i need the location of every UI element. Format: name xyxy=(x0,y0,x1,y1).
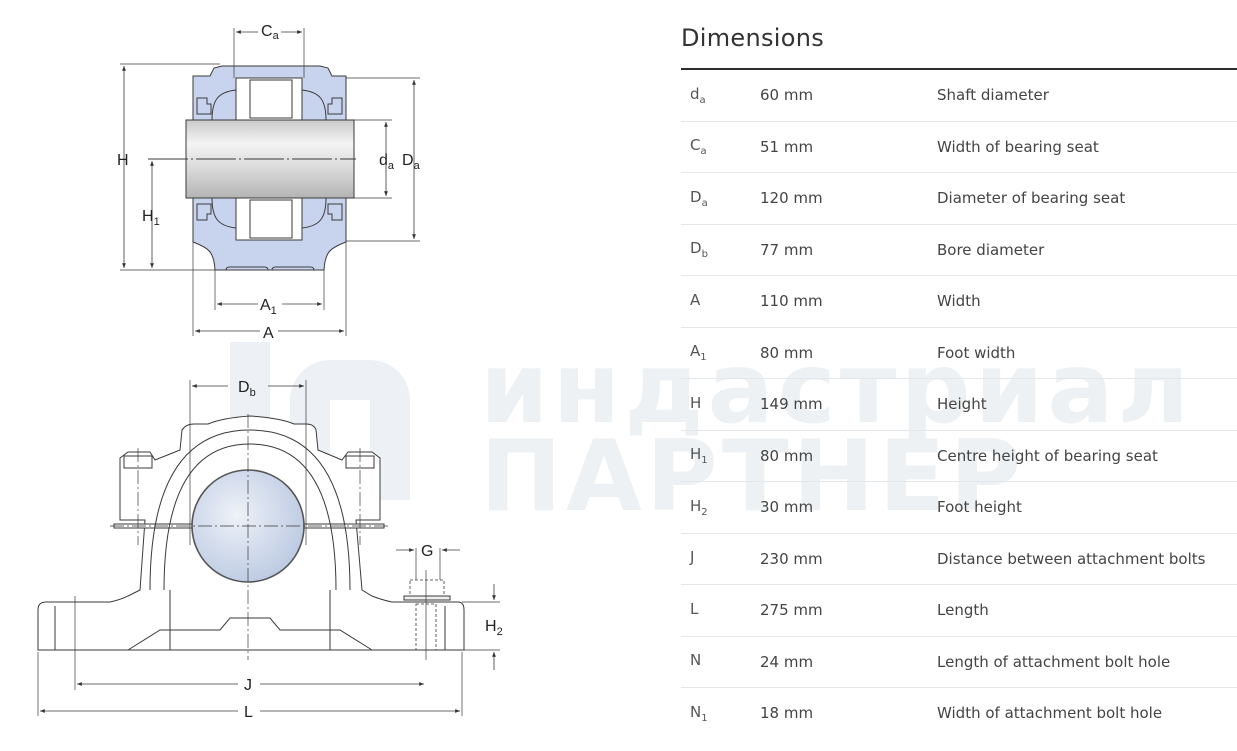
dimension-description: Width of bearing seat xyxy=(937,121,1237,173)
symbol-main: C xyxy=(690,136,701,155)
symbol-main: L xyxy=(690,599,699,618)
dimension-description: Length xyxy=(937,584,1237,637)
dimension-description: Shaft diameter xyxy=(937,70,1237,122)
symbol-main: D xyxy=(690,239,702,258)
dimension-description: Foot width xyxy=(937,327,1237,379)
dimension-value: 149 mm xyxy=(760,378,937,431)
dimension-value: 275 mm xyxy=(760,584,937,637)
dimension-symbol: H1 xyxy=(681,430,760,482)
dimension-symbol: H2 xyxy=(681,481,760,534)
dimension-symbol: H xyxy=(681,378,760,431)
dimension-symbol: L xyxy=(681,584,760,637)
symbol-main: D xyxy=(690,187,702,206)
bearing-drawing-svg: Ca H H1 da Da A1 A xyxy=(37,23,503,721)
symbol-subscript: a xyxy=(701,197,708,209)
title-divider xyxy=(681,68,1237,70)
dimension-value: 24 mm xyxy=(760,636,937,688)
dimension-value: 18 mm xyxy=(760,704,814,723)
dimension-symbol: N1 xyxy=(681,688,760,739)
label-A: A xyxy=(263,325,274,342)
technical-drawings: Ca H H1 da Da A1 A xyxy=(37,23,503,721)
section-view xyxy=(120,28,420,336)
symbol-main: H xyxy=(690,393,702,412)
dimension-symbol: A1 xyxy=(681,327,760,379)
dimension-symbol: Db xyxy=(681,224,760,276)
label-G: G xyxy=(421,543,433,560)
dimension-symbol: Ca xyxy=(681,121,760,173)
symbol-main: H xyxy=(690,445,702,464)
dimension-symbol: N xyxy=(681,636,760,688)
dimension-description: Length of attachment bolt hole xyxy=(937,636,1237,688)
symbol-subscript: 1 xyxy=(700,352,707,364)
symbol-subscript: 1 xyxy=(701,455,708,467)
label-Db: Db xyxy=(238,379,256,399)
dimension-value: 120 mm xyxy=(760,172,937,225)
dimension-value: 110 mm xyxy=(760,275,937,328)
symbol-subscript: b xyxy=(701,249,708,261)
symbol-main: A xyxy=(690,290,701,309)
dimension-value: 60 mm xyxy=(760,70,937,122)
dimension-value: 77 mm xyxy=(760,224,937,276)
symbol-subscript: a xyxy=(699,94,706,106)
label-J: J xyxy=(244,677,252,694)
dimension-description: Foot height xyxy=(937,481,1237,534)
symbol-main: d xyxy=(690,84,700,103)
label-A1: A1 xyxy=(260,297,277,317)
symbol-main: H xyxy=(690,496,702,515)
symbol-main: N xyxy=(690,702,702,721)
label-Ca: Ca xyxy=(261,23,280,42)
dimension-description: Height xyxy=(937,378,1237,431)
label-L: L xyxy=(244,704,253,721)
dimension-value: 30 mm xyxy=(760,481,937,534)
symbol-main: A xyxy=(690,342,701,361)
dimension-description: Centre height of bearing seat xyxy=(937,430,1237,482)
symbol-subscript: 2 xyxy=(701,506,708,518)
label-da: da xyxy=(379,152,395,172)
dimension-value: 51 mm xyxy=(760,121,937,173)
dimension-description: Width of attachment bolt hole xyxy=(937,704,1163,723)
dimension-description: Bore diameter xyxy=(937,224,1237,276)
dimension-description: Diameter of bearing seat xyxy=(937,172,1237,225)
dimension-description: Distance between attachment bolts xyxy=(937,533,1237,585)
dimension-symbol: da xyxy=(681,70,760,122)
symbol-main: J xyxy=(690,548,695,567)
front-view xyxy=(37,380,500,716)
label-Da: Da xyxy=(402,152,421,172)
dimension-symbol: A xyxy=(681,275,760,328)
label-H1: H1 xyxy=(142,208,160,228)
dimension-value: 80 mm xyxy=(760,327,937,379)
label-H: H xyxy=(117,152,129,169)
dimension-description: Width xyxy=(937,275,1237,328)
symbol-subscript: 1 xyxy=(701,712,708,724)
dimension-value: 80 mm xyxy=(760,430,937,482)
section-title: Dimensions xyxy=(681,24,825,52)
dimension-symbol: J xyxy=(681,533,760,585)
dimension-symbol: Da xyxy=(681,172,760,225)
symbol-main: N xyxy=(690,651,702,670)
label-H2: H2 xyxy=(485,618,503,638)
dimension-value: 230 mm xyxy=(760,533,937,585)
symbol-subscript: a xyxy=(700,146,707,158)
